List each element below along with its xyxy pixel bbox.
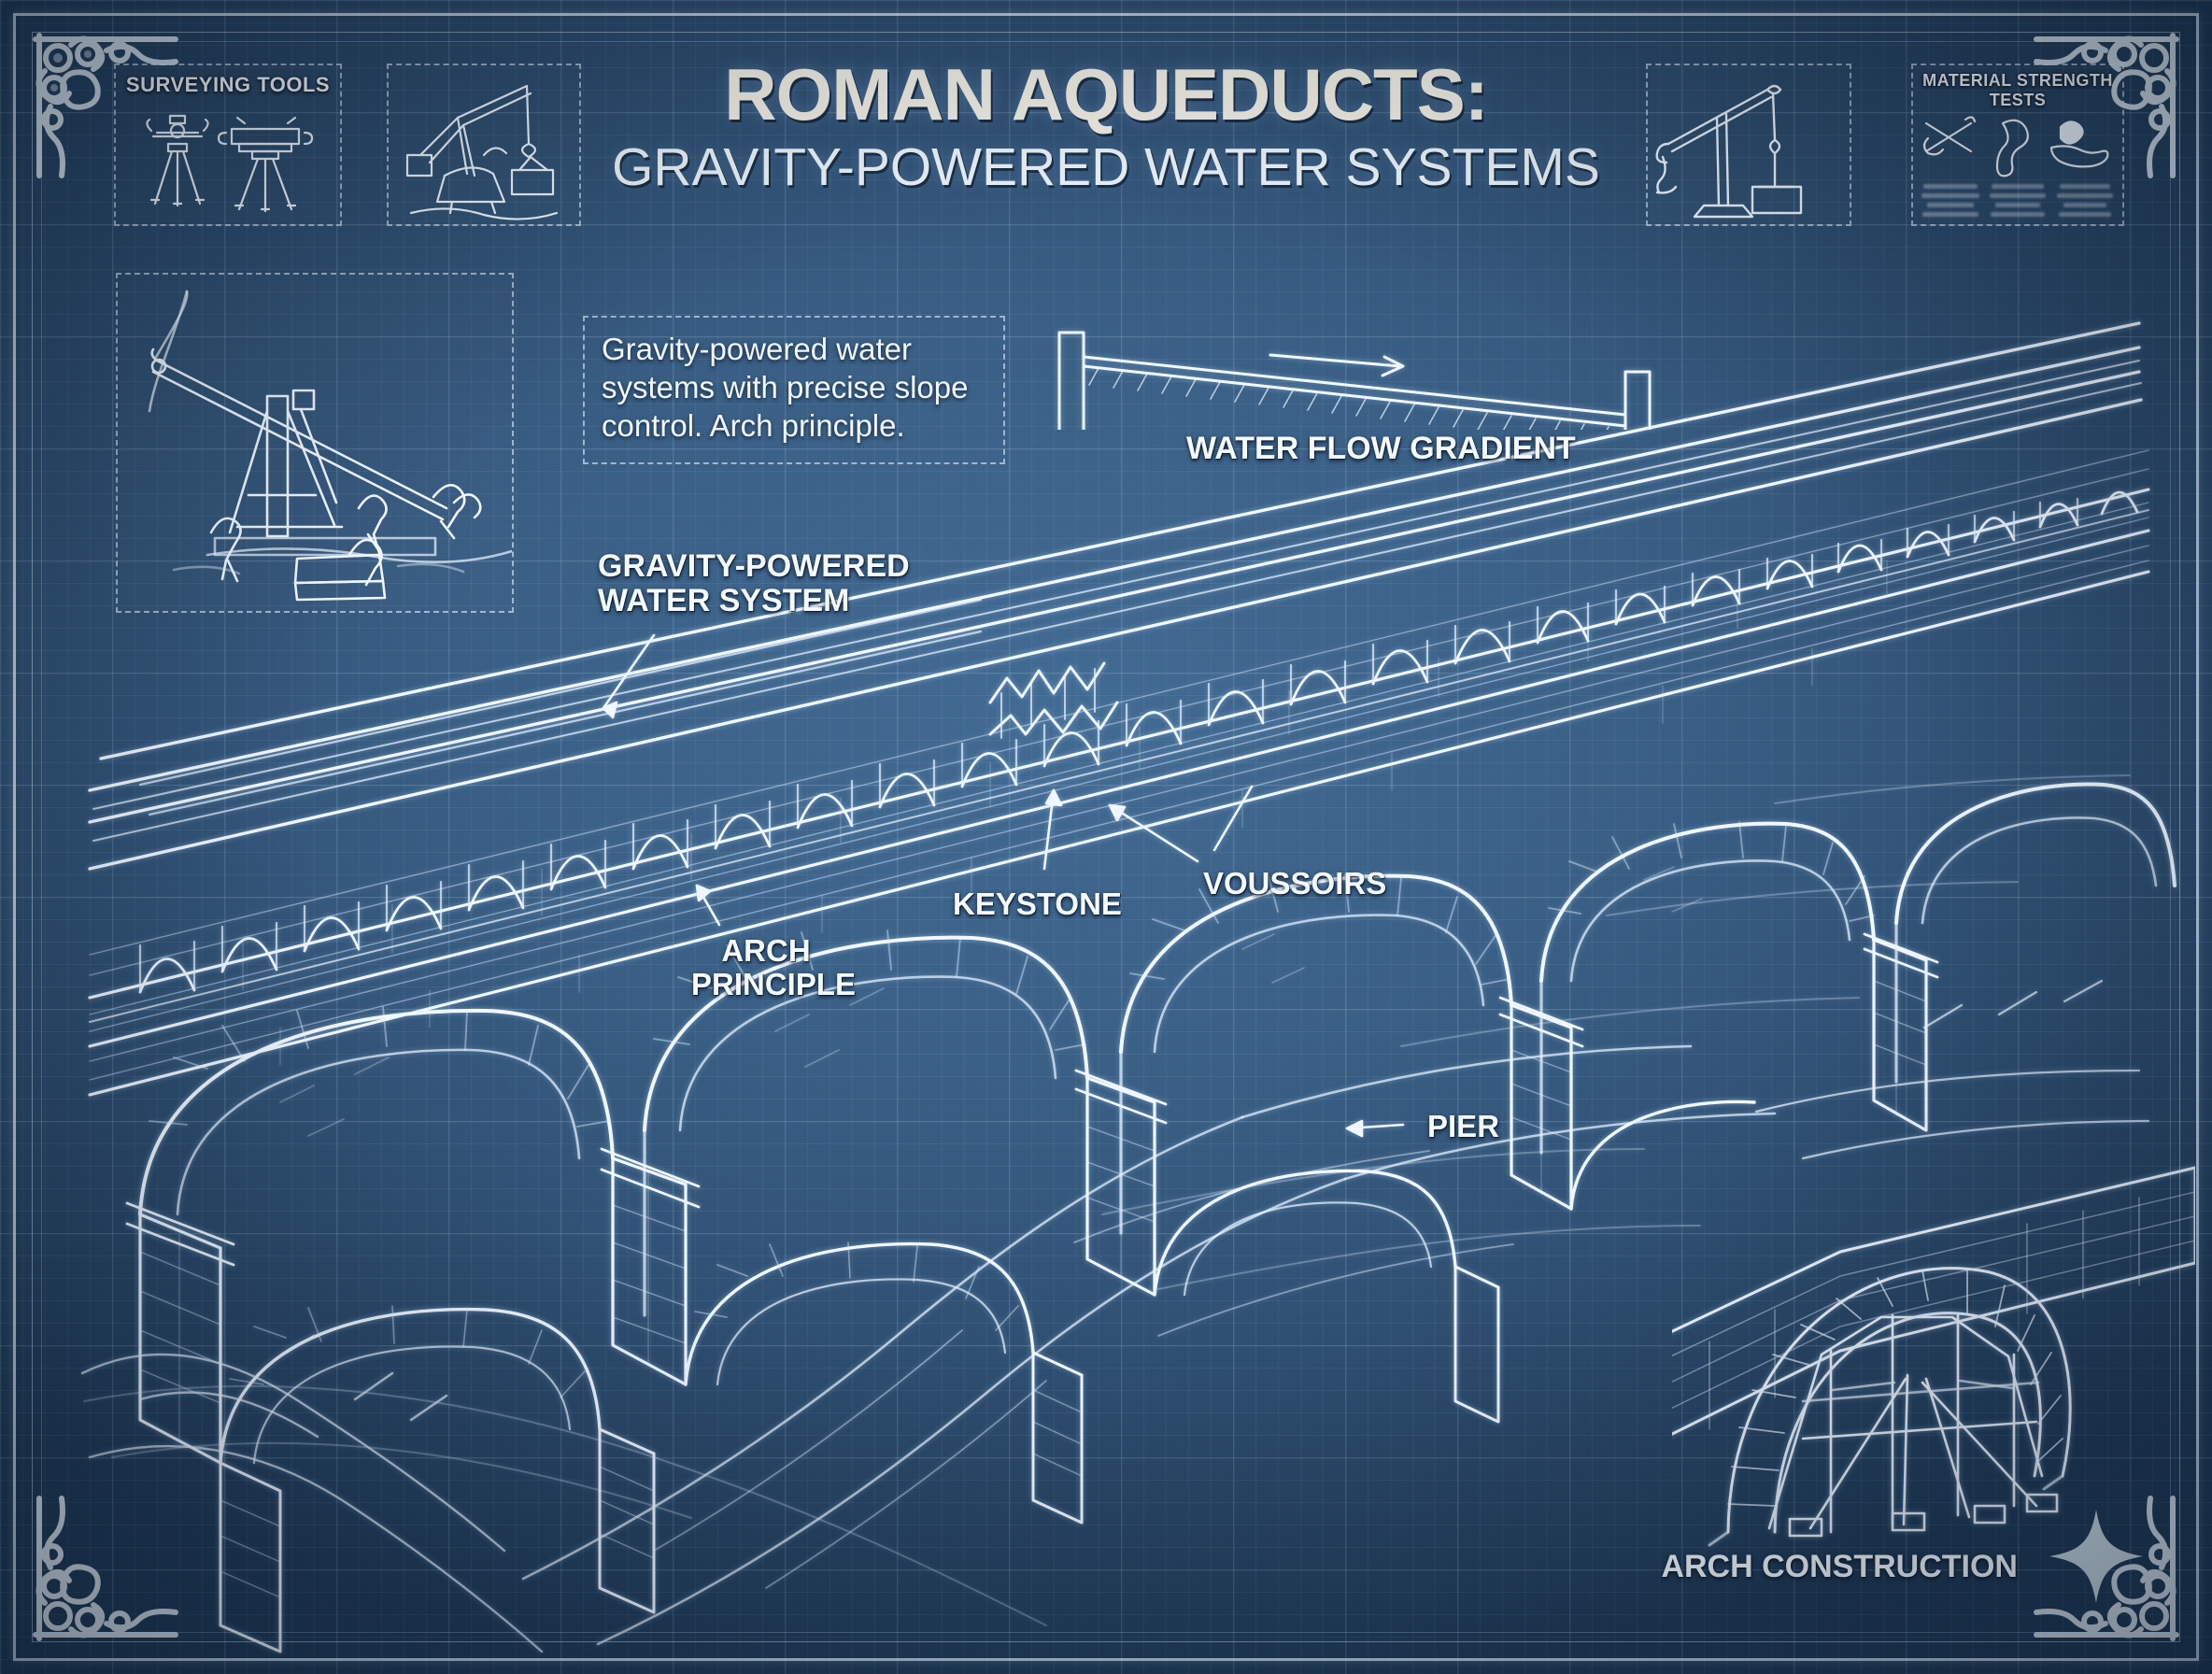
corner-ornament-bottom-left (17, 1480, 194, 1657)
panel-roman-crane (387, 64, 581, 226)
panel-material-strength-title: MATERIAL STRENGTH TESTS (1922, 71, 2113, 109)
label-gravity-powered-water-system: GRAVITY-POWERED WATER SYSTEM (598, 548, 910, 619)
panel-surveying-tools-title: SURVEYING TOOLS (125, 73, 331, 96)
label-arch-principle: ARCH PRINCIPLE (691, 933, 857, 1002)
material-test-column-3-text (2055, 179, 2115, 221)
panel-lifting-balance (1646, 64, 1851, 226)
label-water-flow-gradient: WATER FLOW GRADIENT (1186, 431, 1576, 466)
arch-construction-detail (1672, 1158, 2195, 1560)
poster-title-block: ROMAN AQUEDUCTS: GRAVITY-POWERED WATER S… (546, 58, 1666, 198)
lever-hoist-workers-icon (118, 275, 512, 611)
panel-material-strength-tests: MATERIAL STRENGTH TESTS (1911, 64, 2124, 226)
description-text: Gravity-powered water systems with preci… (602, 332, 969, 443)
label-voussoirs: VOUSSOIRS (1203, 866, 1387, 901)
label-pier: PIER (1427, 1109, 1500, 1143)
material-test-icons (1913, 65, 2122, 224)
page-subtitle: GRAVITY-POWERED WATER SYSTEMS (612, 137, 1600, 197)
material-test-column-2-text (1988, 179, 2048, 221)
panel-surveying-tools: SURVEYING TOOLS (114, 64, 342, 226)
lifting-balance-icon (1648, 65, 1850, 224)
water-flow-gradient-diagram (1046, 318, 1663, 430)
theodolite-tripod-icon (116, 65, 340, 224)
description-box: Gravity-powered water systems with preci… (583, 316, 1005, 464)
roman-crane-icon (389, 65, 579, 224)
panel-construction-scene (116, 273, 514, 613)
label-arch-construction: ARCH CONSTRUCTION (1661, 1548, 2018, 1584)
label-keystone: KEYSTONE (953, 887, 1122, 921)
material-test-column-1-text (1921, 179, 1980, 221)
page-title: ROMAN AQUEDUCTS: (724, 53, 1488, 135)
